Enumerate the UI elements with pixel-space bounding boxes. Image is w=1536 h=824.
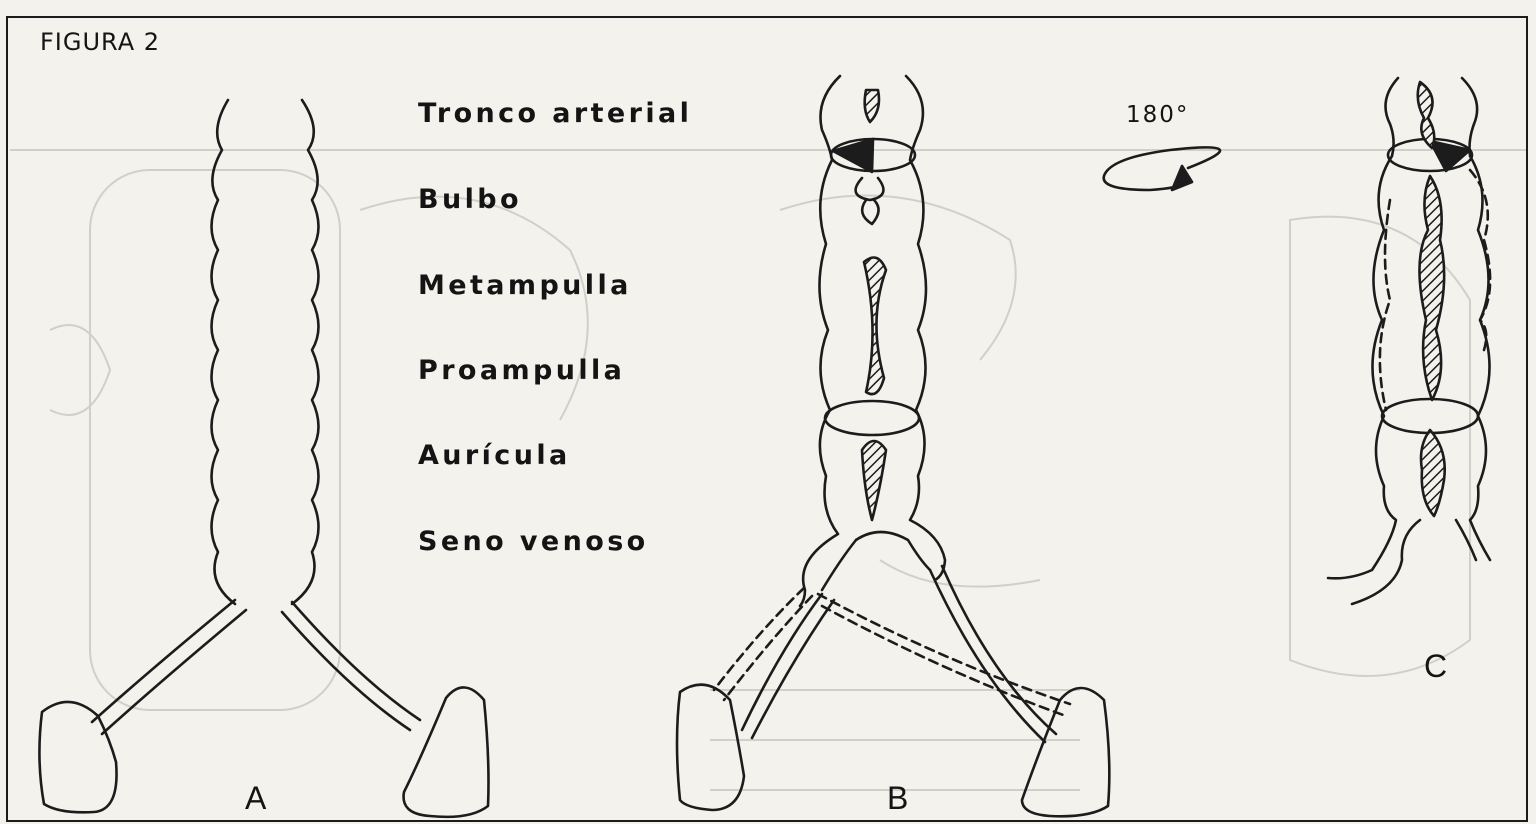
panel-c-lower-ring xyxy=(1382,399,1478,433)
panel-b-mid-septum xyxy=(864,258,886,395)
panel-a-tube xyxy=(39,100,488,817)
panel-a-right-sac xyxy=(404,687,489,816)
panel-b-dashed-vein-1 xyxy=(818,594,1070,704)
panel-b-right-sac xyxy=(1022,688,1109,816)
panel-b-tube xyxy=(677,76,1109,816)
panel-b-left-vein xyxy=(742,594,822,730)
panel-b-right-wall xyxy=(906,76,945,580)
panel-c-mid-septum xyxy=(1419,176,1444,400)
panel-b-dashed-vein-2 xyxy=(724,596,812,700)
panel-b-left-sac xyxy=(677,685,744,810)
panel-b-lower-ring xyxy=(825,401,919,435)
panel-b-dark-sector xyxy=(833,139,873,172)
panel-b-left-wall xyxy=(800,76,840,606)
panel-b-upper-septum xyxy=(865,90,879,122)
panel-c-lower-septum xyxy=(1421,430,1445,516)
panel-a-left-vein xyxy=(92,600,235,722)
panel-b-sinus xyxy=(856,532,930,570)
panel-a-left-sac xyxy=(39,702,116,812)
panel-a-left-wall xyxy=(212,100,236,604)
panel-c-tube xyxy=(1328,78,1490,604)
panel-a-right-wall xyxy=(292,100,319,604)
rotation-arrow xyxy=(1104,147,1220,190)
panel-a-right-vein xyxy=(292,602,420,720)
panel-b-septum-knot xyxy=(856,178,884,224)
panel-b-lower-septum xyxy=(862,441,886,520)
